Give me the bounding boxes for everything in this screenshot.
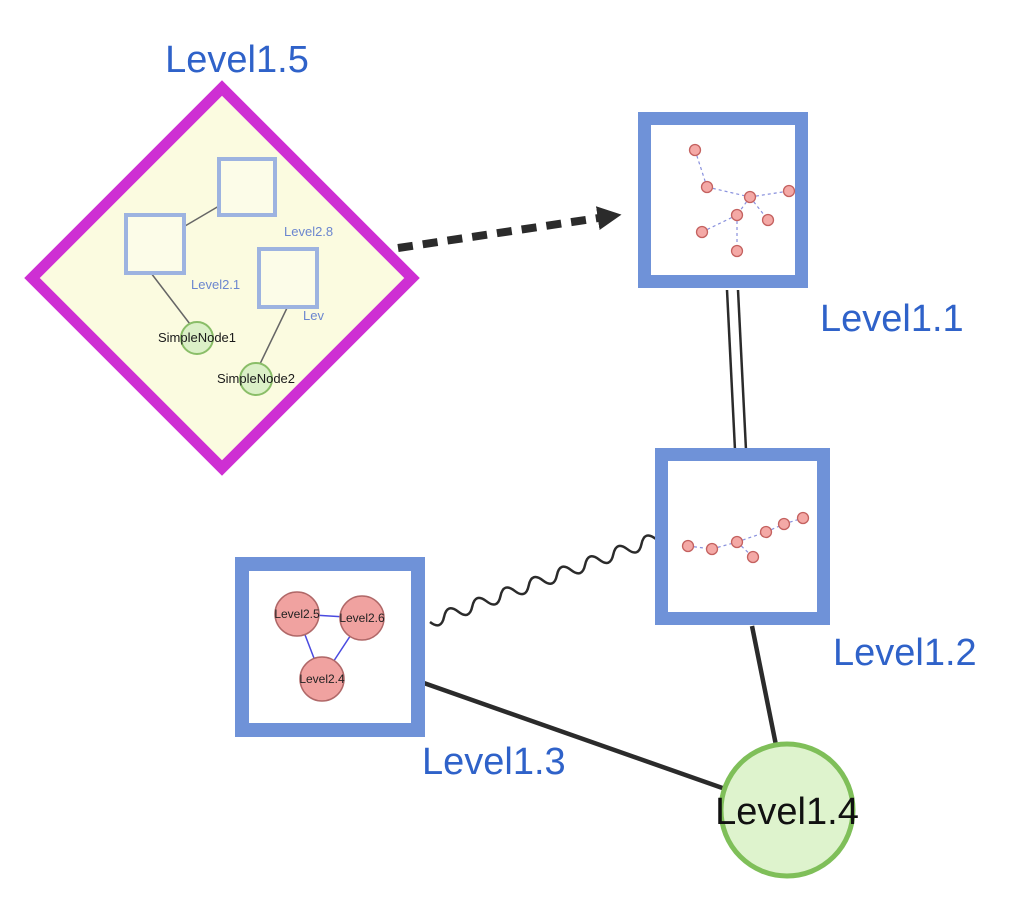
- level1-3-subgraph: Level2.5 Level2.6 Level2.4: [274, 591, 385, 702]
- level1-1-box[interactable]: [638, 112, 808, 288]
- label-level2-8: Level2.8: [284, 224, 333, 239]
- node-level2-6[interactable]: [339, 595, 385, 641]
- mini-node[interactable]: [746, 550, 760, 564]
- mini-node[interactable]: [681, 539, 695, 553]
- node-level2-4[interactable]: [299, 656, 345, 702]
- label-simplenode1: SimpleNode1: [158, 330, 236, 345]
- inner-edge-square-left-to-simplenode1: [150, 272, 194, 329]
- label-simplenode2: SimpleNode2: [217, 371, 295, 386]
- node-simplenode1[interactable]: [180, 321, 214, 355]
- mini-node[interactable]: [695, 225, 709, 239]
- level1-1-mini-network: [688, 143, 796, 258]
- level1-2-box[interactable]: [655, 448, 830, 625]
- mini-node[interactable]: [743, 190, 757, 204]
- label-level1-4: Level1.4: [715, 791, 859, 833]
- node-level1-5[interactable]: Level2.8 Level2.1 Lev SimpleNode1 Simple…: [24, 80, 420, 476]
- label-level1-3: Level1.3: [422, 741, 566, 783]
- node-simplenode2[interactable]: [239, 362, 273, 396]
- node-level2-5[interactable]: [274, 591, 320, 637]
- mini-node[interactable]: [777, 517, 791, 531]
- node-level1-3[interactable]: Level2.5 Level2.6 Level2.4: [235, 557, 425, 737]
- label-level2-4: Level2.4: [299, 672, 345, 686]
- label-level1-5: Level1.5: [165, 39, 309, 81]
- label-level1-2: Level1.2: [833, 632, 977, 674]
- level1-4-circle[interactable]: [718, 741, 856, 879]
- mini-node[interactable]: [730, 535, 744, 549]
- node-lev-square[interactable]: [257, 247, 319, 309]
- mini-node[interactable]: [730, 244, 744, 258]
- node-level1-2[interactable]: [655, 448, 830, 625]
- node-level2-8-square[interactable]: [217, 157, 277, 217]
- label-level1-1: Level1.1: [820, 298, 964, 340]
- level1-3-box[interactable]: [235, 557, 425, 737]
- diamond-shape[interactable]: [24, 80, 420, 476]
- label-level2-1: Level2.1: [191, 277, 240, 292]
- edge-level11-level12-double[interactable]: [725, 289, 748, 451]
- mini-node[interactable]: [759, 525, 773, 539]
- mini-node[interactable]: [761, 213, 775, 227]
- mini-node[interactable]: [700, 180, 714, 194]
- inner-edge-square-left-to-top: [184, 205, 220, 227]
- mini-node[interactable]: [688, 143, 702, 157]
- node-level1-4[interactable]: Level1.4: [715, 741, 859, 879]
- edge-level13-level14[interactable]: [420, 679, 749, 800]
- mini-node[interactable]: [730, 208, 744, 222]
- label-level2-6: Level2.6: [339, 611, 385, 625]
- edge-level15-level11-dashed-arrow[interactable]: [397, 206, 622, 252]
- level1-2-mini-network: [681, 511, 810, 564]
- node-level1-1[interactable]: [638, 112, 808, 288]
- node-level2-1-square[interactable]: [124, 213, 186, 275]
- mini-node[interactable]: [705, 542, 719, 556]
- mini-node[interactable]: [782, 184, 796, 198]
- mini-node[interactable]: [796, 511, 810, 525]
- edge-level13-level12-wavy[interactable]: [429, 534, 657, 627]
- inner-edge-square-right-to-simplenode2: [258, 307, 288, 367]
- label-level2-5: Level2.5: [274, 607, 320, 621]
- label-lev: Lev: [303, 308, 324, 323]
